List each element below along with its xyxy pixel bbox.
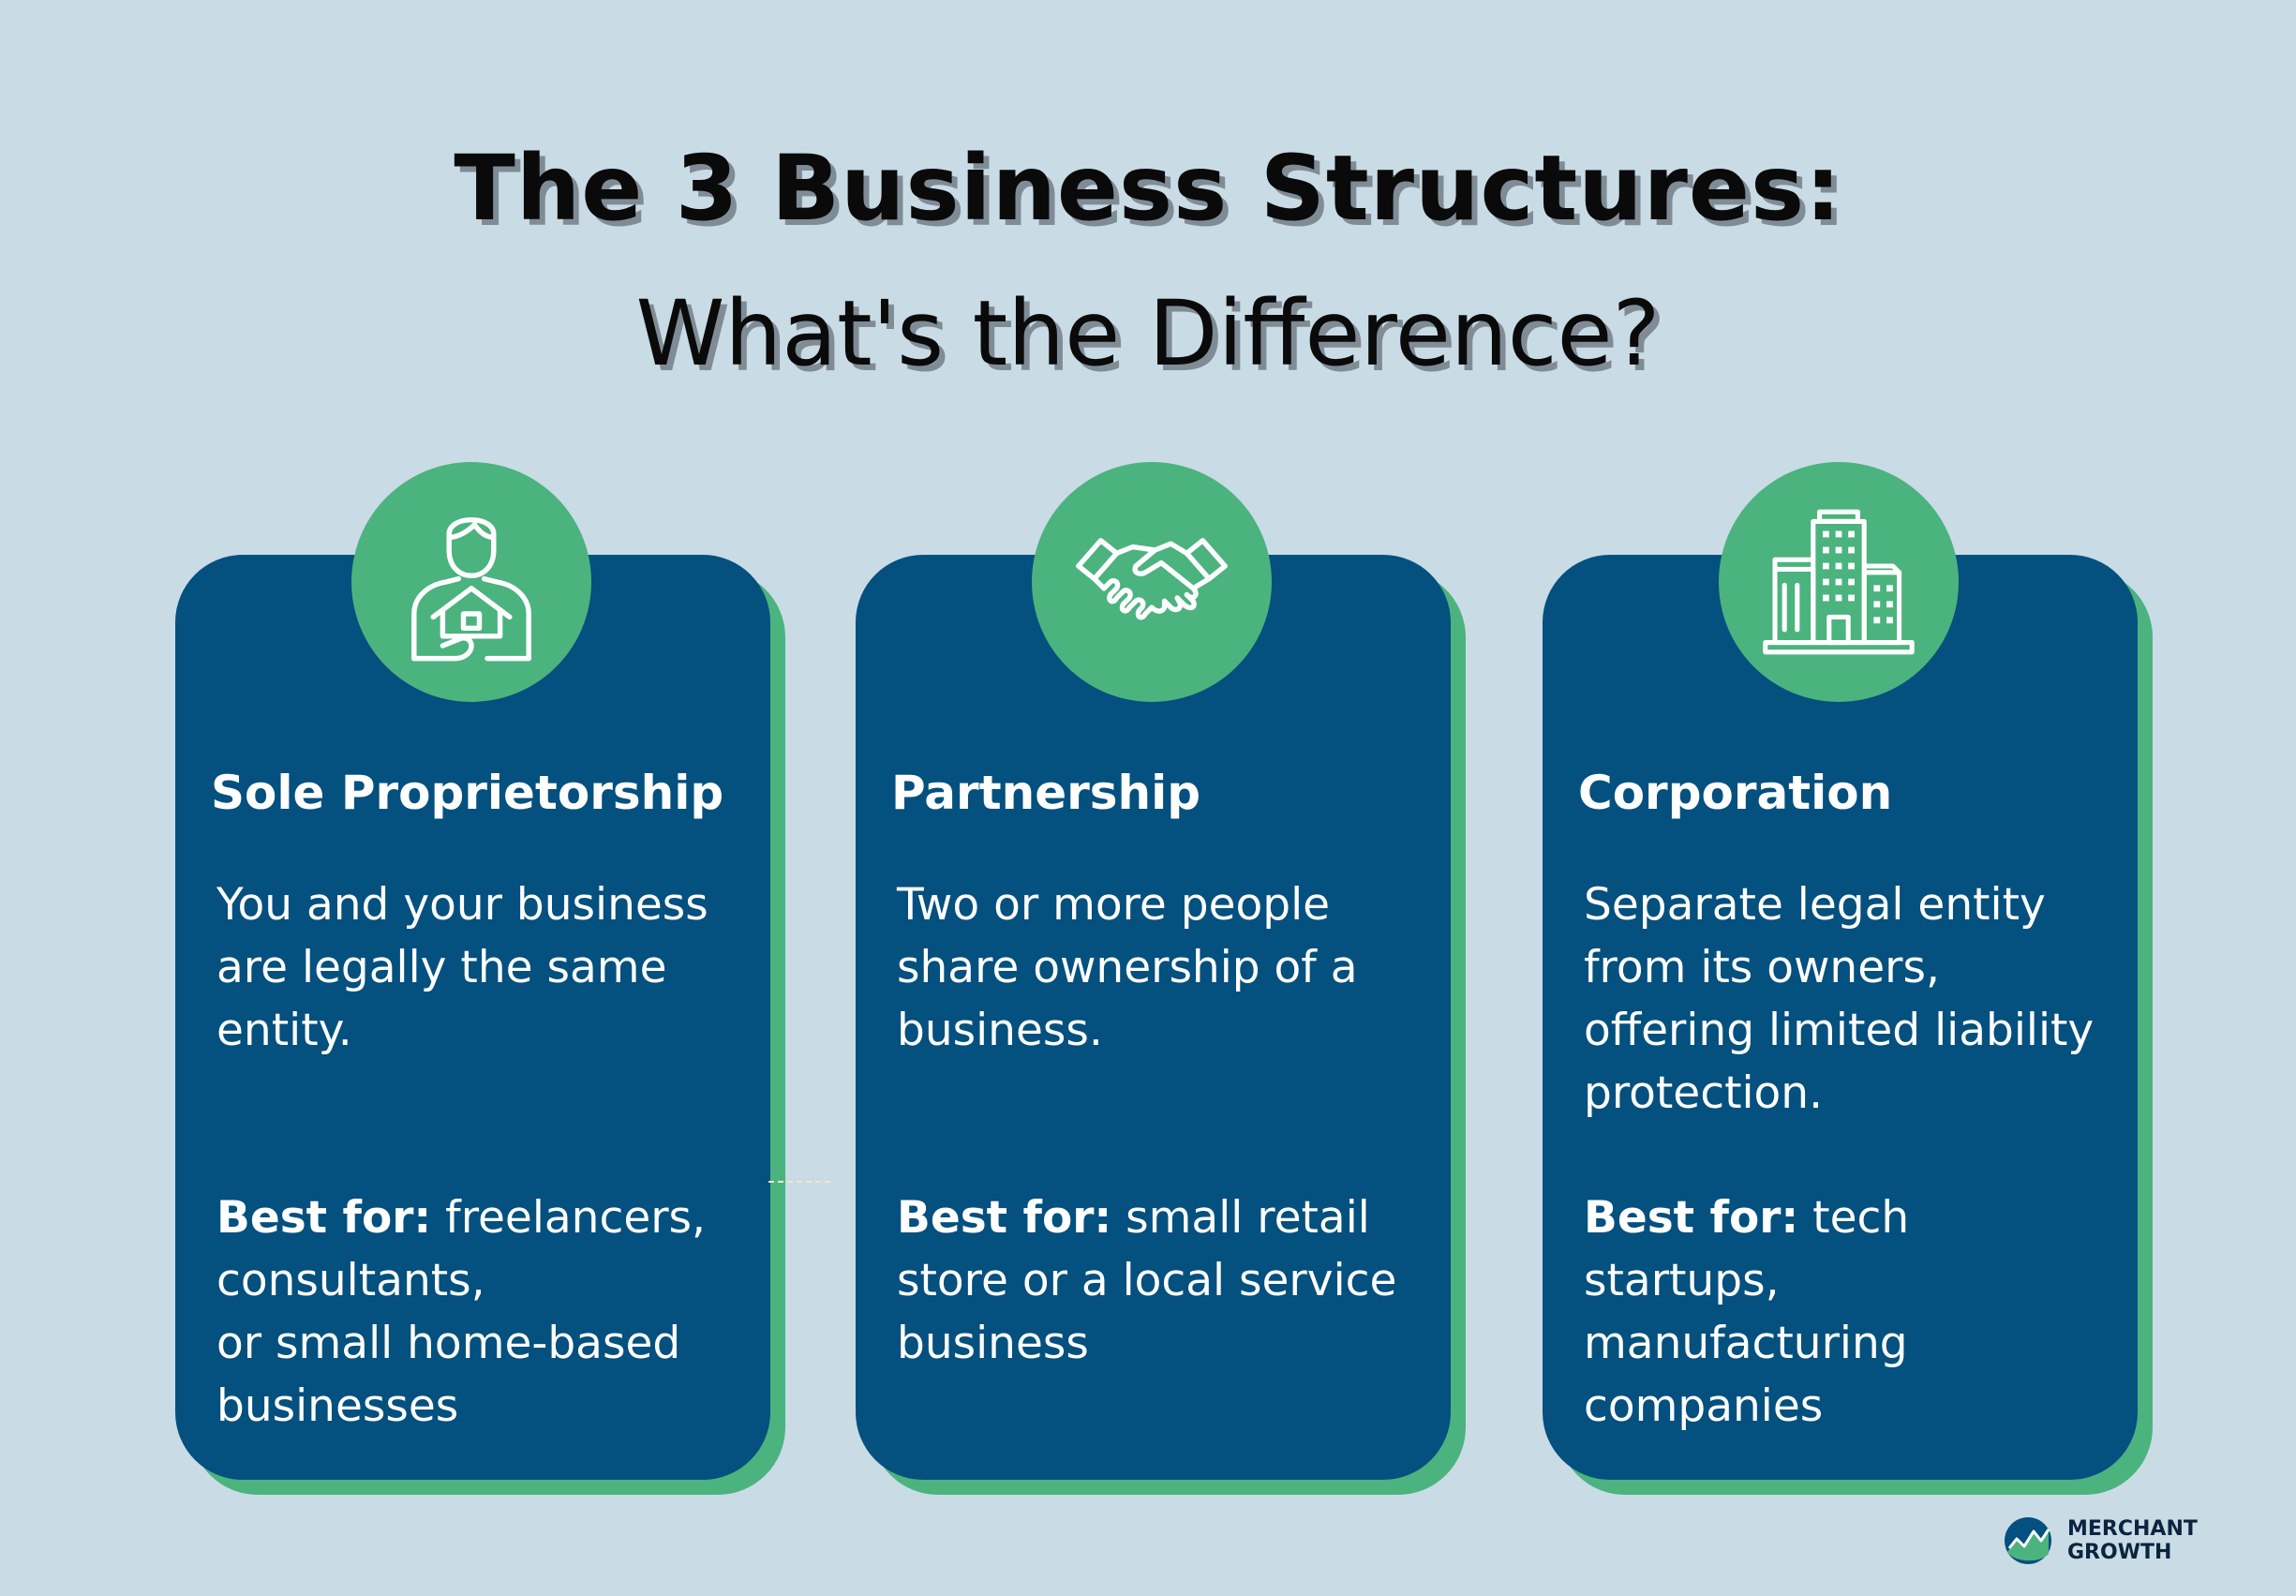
- brand-name: MERCHANT GROWTH: [2067, 1517, 2198, 1564]
- best-for-line: store or a local service: [897, 1255, 1397, 1306]
- card-title: Partnership: [891, 766, 1201, 820]
- best-for-label: Best for:: [216, 1192, 432, 1244]
- card-best-for: Best for: small retail store or a local …: [897, 1186, 1431, 1375]
- brand-logo: MERCHANT GROWTH: [2004, 1516, 2198, 1565]
- page-title: The 3 Business Structures:: [454, 136, 1842, 241]
- card-title: Corporation: [1578, 766, 1893, 820]
- best-for-label: Best for:: [1584, 1192, 1799, 1244]
- card-title: Sole Proprietorship: [211, 766, 724, 820]
- best-for-line: manufacturing: [1584, 1318, 1908, 1369]
- card-best-for: Best for: tech startups, manufacturing c…: [1584, 1186, 2118, 1438]
- best-for-line: freelancers,: [431, 1192, 706, 1244]
- card-description: Separate legal entity from its owners, o…: [1584, 879, 2095, 1119]
- best-for-line: consultants,: [216, 1255, 485, 1306]
- best-for-line: business: [897, 1318, 1089, 1369]
- card-description: You and your business are legally the sa…: [216, 879, 708, 1056]
- page-subtitle: What's the Difference?: [635, 281, 1661, 386]
- handshake-icon: [1032, 462, 1272, 702]
- brand-line: GROWTH: [2067, 1541, 2172, 1564]
- best-for-label: Best for:: [897, 1192, 1112, 1244]
- best-for-line: small retail: [1111, 1192, 1370, 1244]
- card-corporation: Corporation Separate legal entity from i…: [1543, 555, 2138, 1480]
- brand-line: MERCHANT: [2067, 1517, 2198, 1541]
- person-house-icon: [351, 462, 591, 702]
- office-building-icon: [1719, 462, 1959, 702]
- best-for-line: tech startups,: [1584, 1192, 1910, 1306]
- divider: [768, 1181, 830, 1183]
- card-sole-proprietorship: Sole Proprietorship You and your busines…: [175, 555, 770, 1480]
- card-best-for: Best for: freelancers, consultants, or s…: [216, 1186, 751, 1438]
- best-for-line: companies: [1584, 1380, 1824, 1432]
- best-for-line: or small home-based: [216, 1318, 681, 1369]
- merchant-growth-logo-icon: [2005, 1517, 2051, 1564]
- card-partnership: Partnership Two or more people share own…: [856, 555, 1451, 1480]
- best-for-line: businesses: [216, 1380, 459, 1432]
- card-description: Two or more people share ownership of a …: [897, 879, 1358, 1056]
